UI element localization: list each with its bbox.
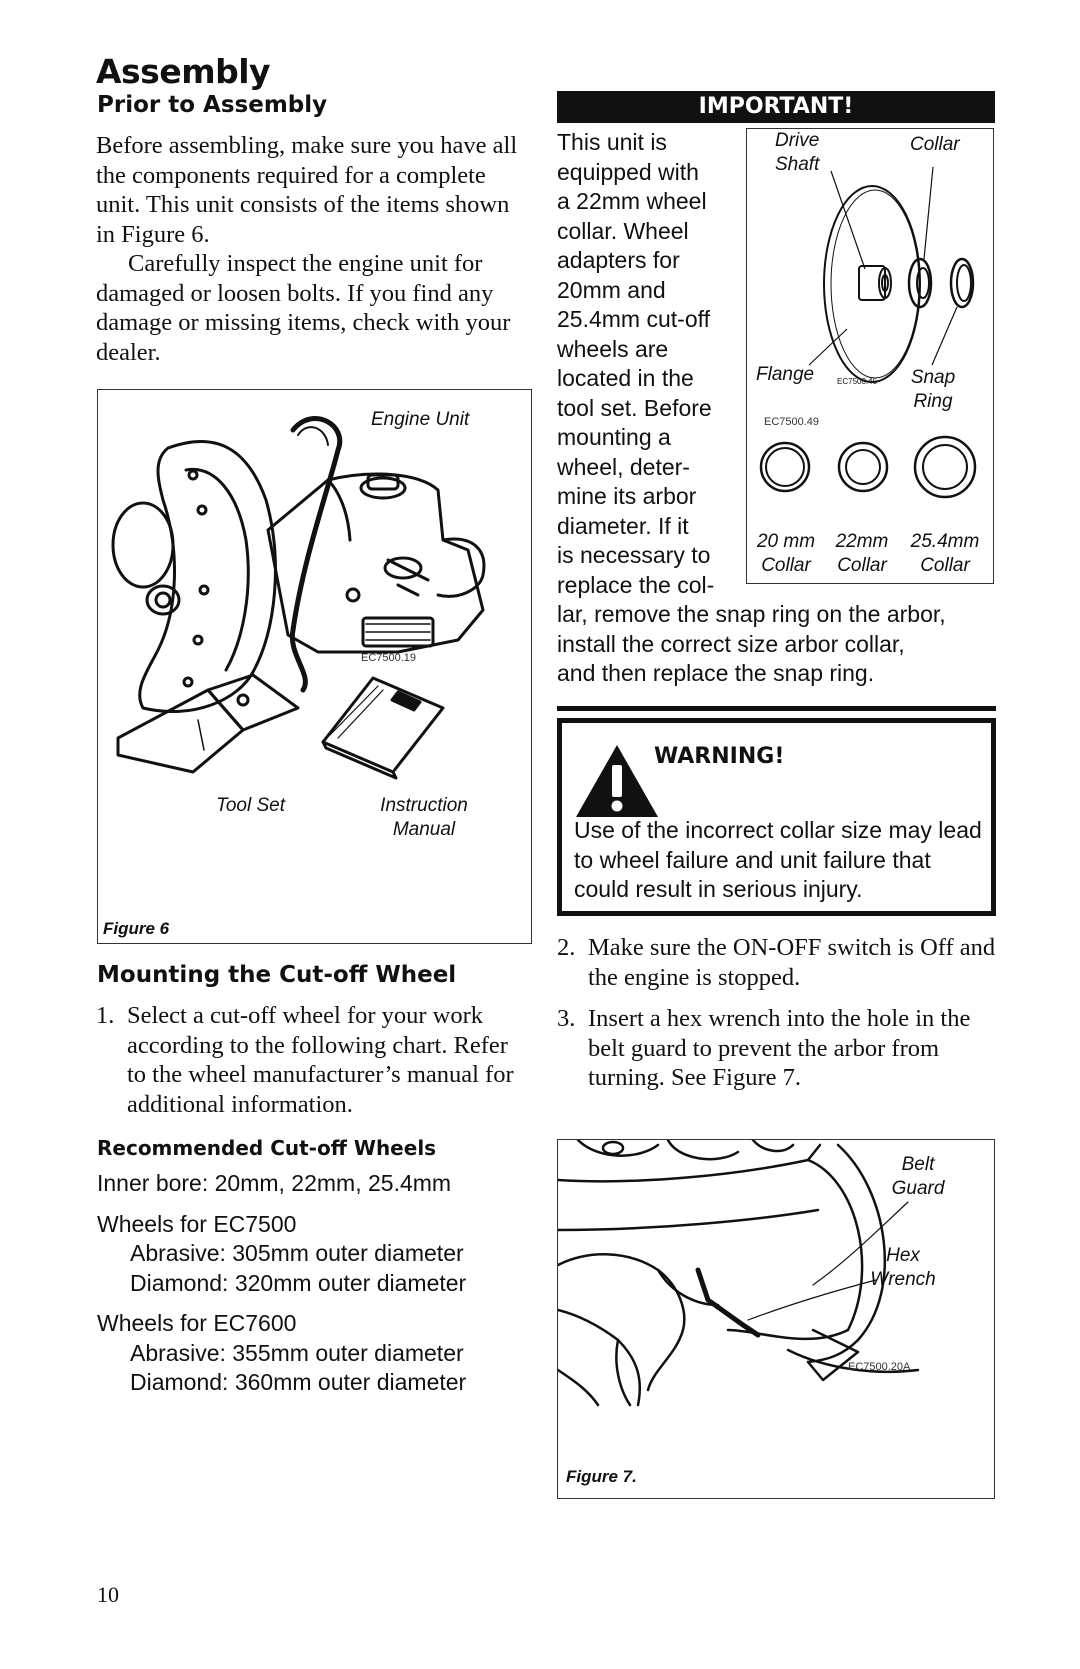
important-line: wheel, deter-: [557, 453, 690, 480]
warning-title: WARNING!: [654, 744, 785, 769]
hex-label-line-2: Wrench: [870, 1269, 936, 1290]
group-ec7600-abrasive: Abrasive: 355mm outer diameter: [130, 1339, 464, 1366]
prior-para-2: Carefully inspect the engine unit for da…: [96, 250, 511, 366]
important-line: mounting a: [557, 424, 671, 450]
collar-20mm-label: 20 mm Collar: [753, 530, 819, 578]
prior-text: Before assembling, make sure you have al…: [96, 131, 528, 367]
step-1: 1. Select a cut-off wheel for your work …: [96, 1001, 528, 1119]
belt-guard-label: Belt Guard: [883, 1153, 953, 1201]
step-2: 2. Make sure the ON-OFF switch is Off an…: [557, 933, 997, 992]
collar-22mm-label: 22mm Collar: [829, 530, 895, 578]
step-2-number: 2.: [557, 934, 576, 961]
step-3: 3. Insert a hex wrench into the hole in …: [557, 1004, 997, 1093]
collar-20mm-word: Collar: [761, 555, 811, 576]
step-1-text: Select a cut-off wheel for your work acc…: [127, 1002, 514, 1118]
group-ec7500-title: Wheels for EC7500: [97, 1210, 297, 1237]
important-line: replace the col-: [557, 571, 715, 598]
figure-6-box: Engine Unit EC7500.19 Tool Set Instructi…: [97, 389, 532, 944]
instruction-manual-label: Instruction Manual: [372, 794, 476, 842]
important-line: lar, remove the snap ring on the arbor,: [557, 601, 946, 627]
collar-25mm-label: 25.4mm Collar: [902, 530, 988, 578]
warning-triangle-icon: [576, 745, 658, 817]
collar-figure-box: Drive Shaft Collar Flange EC7500.45 Snap…: [746, 128, 994, 584]
warning-separator: [557, 706, 996, 711]
belt-label-line-2: Guard: [891, 1178, 945, 1199]
collar-25mm-size: 25.4mm: [910, 531, 980, 552]
engine-unit-illustration: [111, 416, 486, 780]
important-line: mine its arbor: [557, 483, 697, 509]
tool-set-label: Tool Set: [216, 795, 286, 816]
important-line: wheels are: [557, 335, 669, 362]
important-line: tool set. Before: [557, 394, 712, 421]
collar-20mm-size: 20 mm: [756, 531, 816, 552]
collar-label: Collar: [910, 134, 960, 155]
mounting-heading: Mounting the Cut-off Wheel: [97, 962, 457, 988]
figure-6-code: EC7500.19: [361, 652, 417, 664]
hex-wrench-label: Hex Wrench: [863, 1244, 943, 1292]
important-line: 20mm and: [557, 276, 666, 303]
important-text-narrow: This unit is equipped with a 22mm wheel …: [557, 128, 747, 600]
figure-6-caption: Figure 6: [103, 919, 170, 938]
important-text-wide: lar, remove the snap ring on the arbor, …: [557, 600, 997, 689]
important-line: diameter. If it: [557, 512, 689, 539]
important-line: located in the: [557, 365, 694, 391]
manual-label-line-1: Instruction: [380, 795, 468, 816]
important-line: a 22mm wheel: [557, 188, 707, 214]
drive-shaft-label: Drive Shaft: [775, 129, 819, 177]
important-line: install the correct size arbor collar,: [557, 630, 905, 657]
hex-label-line-1: Hex: [886, 1245, 920, 1266]
inner-bore: Inner bore: 20mm, 22mm, 25.4mm: [97, 1170, 452, 1196]
step-3-text: Insert a hex wrench into the hole in the…: [588, 1005, 971, 1091]
important-line: and then replace the snap ring.: [557, 660, 875, 686]
manual-label-line-2: Manual: [392, 819, 456, 840]
important-line: is necessary to: [557, 542, 711, 568]
collar-22mm-size: 22mm: [835, 531, 889, 552]
important-banner: IMPORTANT!: [557, 91, 995, 123]
important-line: This unit is: [557, 129, 667, 155]
collar-figure-code: EC7500.49: [764, 416, 820, 428]
page-title: Assembly: [96, 52, 271, 91]
important-line: adapters for: [557, 247, 680, 273]
important-line: collar. Wheel: [557, 217, 689, 244]
page-number: 10: [97, 1582, 119, 1607]
group-ec7500-abrasive: Abrasive: 305mm outer diameter: [130, 1240, 464, 1266]
snap-ring-label: Snap Ring: [903, 366, 963, 414]
belt-guard-illustration: [558, 1140, 920, 1407]
step-2-text: Make sure the ON-OFF switch is Off and t…: [588, 934, 996, 991]
snap-label-line-1: Snap: [910, 367, 956, 388]
figure-7-box: Belt Guard Hex Wrench EC7500.20A Figure …: [557, 1139, 995, 1499]
collar-illustration: [759, 166, 977, 499]
snap-label-line-2: Ring: [913, 391, 953, 412]
important-line: 25.4mm cut-off: [557, 306, 710, 332]
figure-7-code: EC7500.20A: [848, 1361, 911, 1373]
recommended-heading: Recommended Cut-off Wheels: [97, 1136, 437, 1160]
collar-22mm-word: Collar: [837, 555, 887, 576]
group-ec7600-diamond: Diamond: 360mm outer diameter: [130, 1369, 467, 1395]
prior-para-1: Before assembling, make sure you have al…: [96, 132, 518, 248]
recommended-wheels: Inner bore: 20mm, 22mm, 25.4mm Wheels fo…: [97, 1169, 537, 1398]
figure-7-caption: Figure 7.: [566, 1467, 637, 1486]
step-1-number: 1.: [96, 1002, 115, 1029]
drive-label-line-1: Drive: [775, 130, 820, 151]
drive-label-line-2: Shaft: [775, 154, 820, 175]
warning-text: Use of the incorrect collar size may lea…: [574, 817, 982, 902]
collar-figure-small-code: EC7500.45: [837, 377, 878, 386]
group-ec7500-diamond: Diamond: 320mm outer diameter: [130, 1269, 467, 1296]
important-line: equipped with: [557, 158, 699, 185]
flange-label: Flange: [756, 364, 815, 385]
collar-25mm-word: Collar: [920, 555, 970, 576]
step-3-number: 3.: [557, 1005, 576, 1032]
group-ec7600-title: Wheels for EC7600: [97, 1310, 297, 1336]
warning-box: WARNING! Use of the incorrect collar siz…: [557, 718, 996, 916]
belt-label-line-1: Belt: [901, 1154, 935, 1175]
prior-heading: Prior to Assembly: [97, 92, 328, 118]
important-title: IMPORTANT!: [698, 94, 854, 119]
steps-list: 2. Make sure the ON-OFF switch is Off an…: [557, 933, 997, 1093]
engine-unit-label: Engine Unit: [371, 409, 470, 430]
